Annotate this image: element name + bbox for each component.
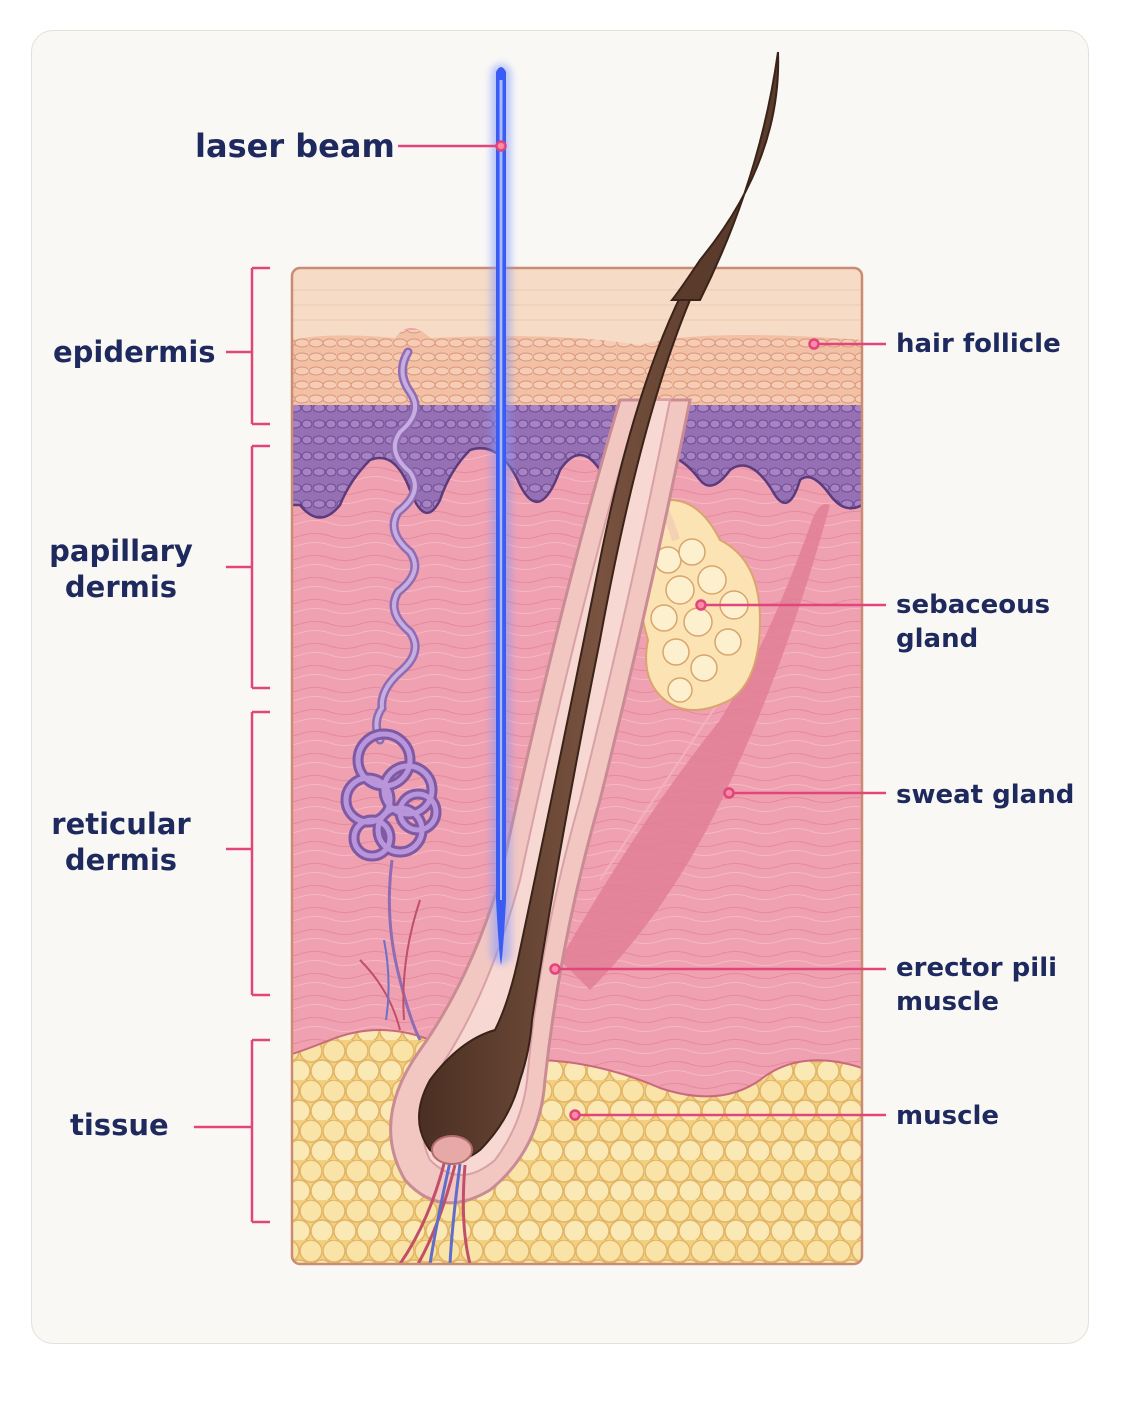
erector-pili-muscle-line-2: muscle (896, 987, 1000, 1017)
erector-pili-muscle-label: erector pili muscle (896, 951, 1057, 1019)
papillary-dermis-label: papillary dermis (42, 533, 200, 605)
hair-follicle-label: hair follicle (896, 329, 1061, 359)
epidermis-label: epidermis (53, 335, 216, 369)
sweat-gland-illustration (340, 347, 442, 1041)
muscle-label: muscle (896, 1101, 1000, 1131)
skin-block (292, 268, 862, 1264)
sebaceous-gland-line-2: gland (896, 624, 979, 654)
hair-shaft (418, 268, 780, 1161)
right-leader-lines (398, 140, 886, 1121)
laser-beam-illustration (491, 64, 511, 965)
sebaceous-gland-label: sebaceous gland (896, 588, 1050, 656)
erector-pili-muscle-line-1: erector pili (896, 953, 1058, 983)
spinous-layer (292, 330, 862, 405)
dermal-papilla (431, 1135, 473, 1165)
left-brackets (250, 266, 270, 1224)
left-leader-lines (194, 350, 252, 1129)
papillary-dermis-line-1: papillary (49, 534, 193, 568)
basal-layer (292, 400, 862, 518)
reticular-dermis-label: reticular dermis (42, 806, 200, 878)
stratum-corneum (292, 268, 862, 345)
erector-pili-muscle-illustration (560, 504, 830, 990)
laser-beam-label: laser beam (195, 127, 395, 165)
reticular-dermis-line-1: reticular (51, 807, 191, 841)
sebaceous-gland-line-1: sebaceous (896, 590, 1051, 620)
reticular-dermis-line-2: dermis (64, 843, 178, 877)
sweat-gland-label: sweat gland (896, 780, 1075, 810)
tissue-label: tissue (70, 1108, 169, 1142)
papillary-dermis-line-2: dermis (64, 570, 178, 604)
